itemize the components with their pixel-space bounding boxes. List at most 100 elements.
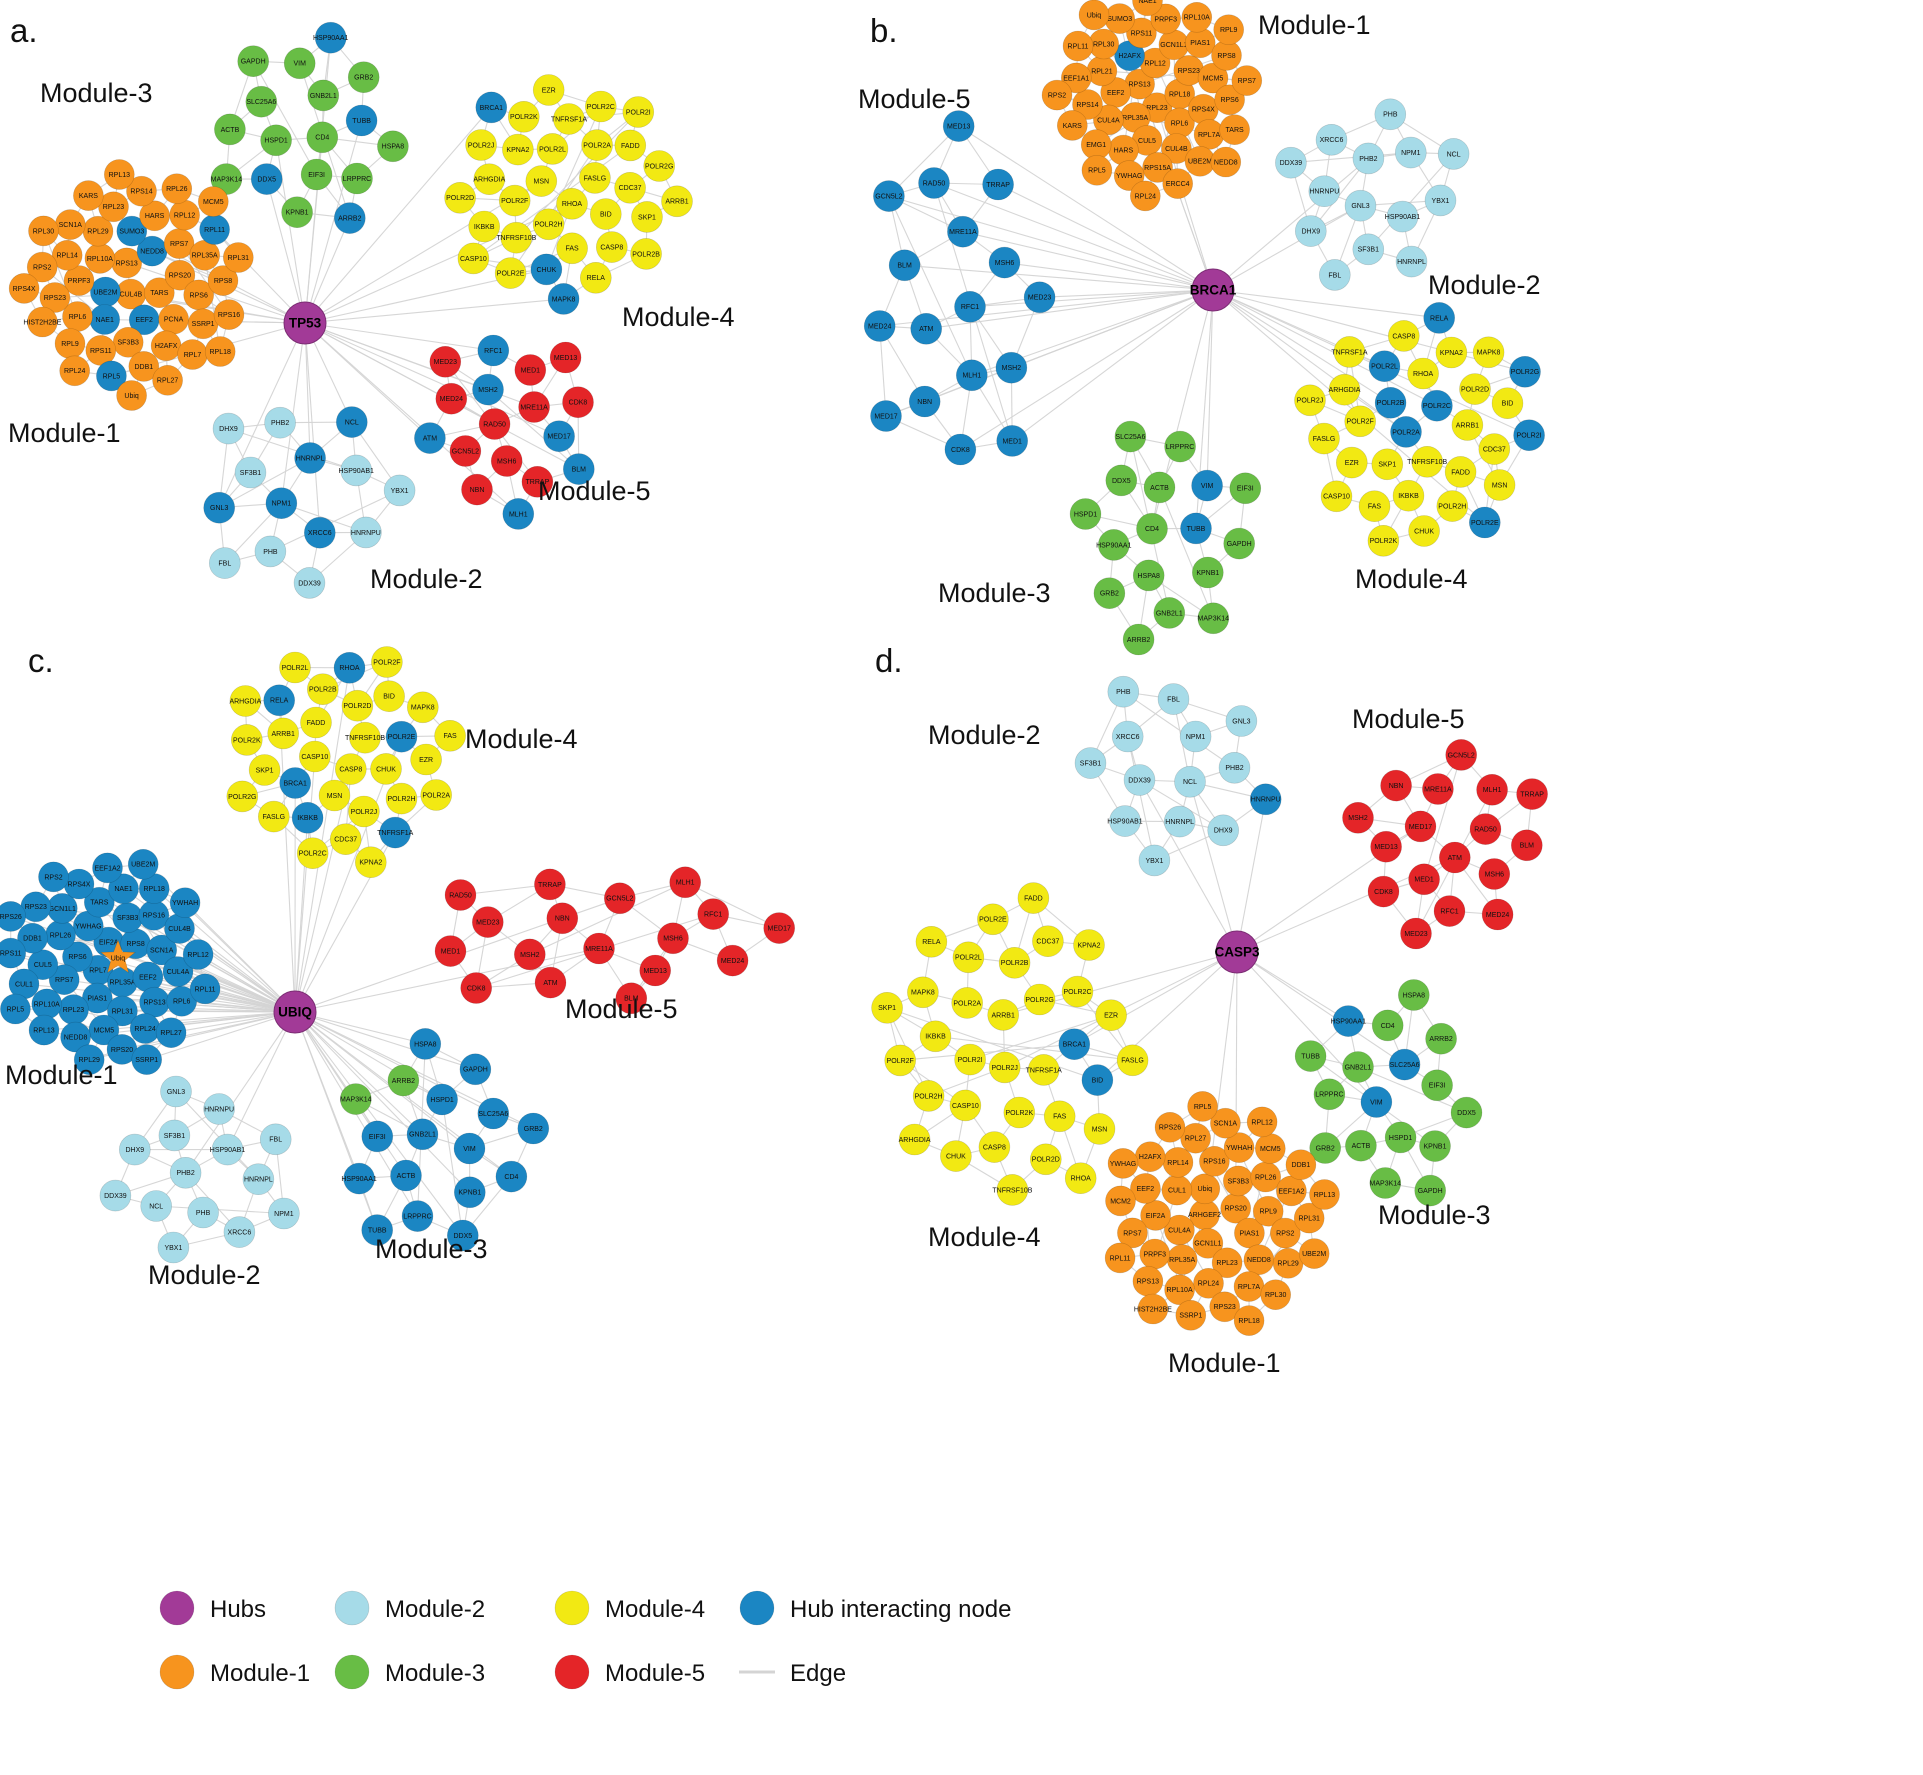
node-atm[interactable]: [534, 966, 567, 999]
node-rpl13[interactable]: [104, 159, 135, 190]
node-chuk[interactable]: [530, 253, 563, 286]
node-rps26[interactable]: [1154, 1112, 1186, 1143]
node-tnfrsf1a[interactable]: [1027, 1054, 1060, 1086]
node-polr2f[interactable]: [498, 184, 531, 217]
node-fas[interactable]: [434, 719, 466, 752]
node-bid[interactable]: [589, 198, 622, 230]
node-hnrnpl[interactable]: [1163, 805, 1196, 838]
node-rps14[interactable]: [126, 175, 157, 207]
node-rpl5[interactable]: [1081, 155, 1113, 186]
node-polr2a[interactable]: [1390, 416, 1422, 448]
node-rela[interactable]: [915, 925, 948, 958]
node-polr2g[interactable]: [643, 150, 676, 182]
node-arrb1[interactable]: [267, 717, 300, 750]
node-ube2m[interactable]: [1298, 1238, 1330, 1269]
node-arrb2[interactable]: [333, 202, 366, 234]
node-polr2d[interactable]: [444, 182, 476, 214]
node-rps20[interactable]: [164, 259, 196, 291]
node-med1[interactable]: [1408, 863, 1440, 896]
node-rhoa[interactable]: [1064, 1162, 1097, 1194]
node-rpl24[interactable]: [1130, 180, 1161, 212]
node-scn1a[interactable]: [1210, 1107, 1241, 1139]
node-msh6[interactable]: [1478, 858, 1511, 890]
node-rpl10a[interactable]: [1164, 1274, 1195, 1306]
node-rpl7[interactable]: [177, 339, 208, 370]
node-ube2m[interactable]: [1184, 146, 1216, 177]
node-nae1[interactable]: [1132, 0, 1163, 17]
node-gcn5l2[interactable]: [873, 180, 905, 212]
node-rpl23[interactable]: [58, 994, 89, 1025]
node-ywhah[interactable]: [1223, 1132, 1255, 1163]
node-rps8[interactable]: [1211, 40, 1242, 71]
node-gnb2l1[interactable]: [1153, 597, 1186, 629]
node-hist2h2be[interactable]: [27, 306, 58, 338]
node-hsp90ab1[interactable]: [340, 454, 373, 487]
node-ubiq[interactable]: [1078, 0, 1110, 31]
node-nae1[interactable]: [89, 304, 120, 335]
node-faslg[interactable]: [579, 162, 611, 194]
node-polr2h[interactable]: [912, 1080, 945, 1112]
node-eif2a[interactable]: [1140, 1200, 1171, 1231]
node-cul4b[interactable]: [164, 913, 195, 944]
node-msh6[interactable]: [490, 445, 523, 477]
node-sf3b1[interactable]: [234, 456, 267, 489]
node-casp10[interactable]: [298, 740, 331, 773]
node-gapdh[interactable]: [1414, 1174, 1446, 1207]
node-hspa8[interactable]: [377, 130, 409, 163]
node-tars[interactable]: [84, 886, 115, 918]
node-pias1[interactable]: [1234, 1217, 1265, 1249]
node-polr2j[interactable]: [988, 1051, 1021, 1084]
node-polr2k[interactable]: [507, 101, 540, 133]
node-pias1[interactable]: [1184, 27, 1216, 59]
node-sumo3[interactable]: [1104, 3, 1135, 34]
node-polr2b[interactable]: [306, 673, 339, 706]
node-vim[interactable]: [1360, 1086, 1393, 1118]
hub-node-tp53[interactable]: [283, 301, 327, 345]
node-rpl26[interactable]: [45, 919, 76, 951]
node-polr2j[interactable]: [465, 129, 497, 161]
node-polr2k[interactable]: [231, 724, 263, 756]
node-sf3b1[interactable]: [1074, 747, 1107, 779]
node-phb[interactable]: [187, 1196, 219, 1229]
node-bid[interactable]: [373, 680, 405, 713]
node-arhgdia[interactable]: [1328, 373, 1361, 406]
node-rpl23[interactable]: [1211, 1247, 1243, 1279]
node-ybx1[interactable]: [157, 1231, 190, 1264]
node-scn1a[interactable]: [55, 209, 86, 240]
node-ddb1[interactable]: [17, 922, 48, 954]
node-ubiq-star[interactable]: [100, 939, 136, 974]
node-fas[interactable]: [1043, 1100, 1076, 1133]
node-slc25a6[interactable]: [1388, 1048, 1421, 1081]
node-rpl27[interactable]: [1180, 1122, 1211, 1154]
node-rps23[interactable]: [39, 282, 71, 313]
node-skp1[interactable]: [248, 754, 281, 786]
node-mre11a[interactable]: [947, 215, 979, 248]
node-med13[interactable]: [1370, 830, 1402, 863]
node-ezr[interactable]: [1336, 446, 1368, 479]
node-rps2[interactable]: [26, 251, 58, 283]
node-cul4a[interactable]: [1093, 104, 1124, 136]
node-tnfrsf1a[interactable]: [379, 816, 412, 849]
node-eif3i[interactable]: [361, 1120, 394, 1153]
node-tubb[interactable]: [345, 104, 378, 137]
node-ywhah[interactable]: [169, 887, 201, 919]
node-rps2[interactable]: [38, 861, 69, 893]
node-atm[interactable]: [414, 422, 446, 454]
node-hsp90aa1[interactable]: [343, 1162, 375, 1195]
node-rps15a[interactable]: [1142, 152, 1173, 183]
node-gnb2l1[interactable]: [406, 1118, 439, 1151]
hub-node-ubiq[interactable]: [273, 990, 317, 1034]
node-fbl[interactable]: [1157, 683, 1190, 715]
node-cdc37[interactable]: [614, 172, 646, 204]
node-sf3b1[interactable]: [158, 1119, 191, 1152]
node-ssrp1[interactable]: [131, 1044, 162, 1075]
node-med24[interactable]: [863, 310, 896, 342]
node-rhoa[interactable]: [556, 188, 588, 220]
node-dhx9[interactable]: [119, 1133, 151, 1166]
node-gcn1l1[interactable]: [1192, 1228, 1224, 1259]
node-kpna2[interactable]: [1073, 929, 1105, 961]
node-tars[interactable]: [1219, 114, 1250, 145]
node-med1[interactable]: [996, 425, 1029, 457]
node-tnfrsf1a[interactable]: [1333, 336, 1366, 368]
node-rpl18[interactable]: [204, 336, 236, 367]
